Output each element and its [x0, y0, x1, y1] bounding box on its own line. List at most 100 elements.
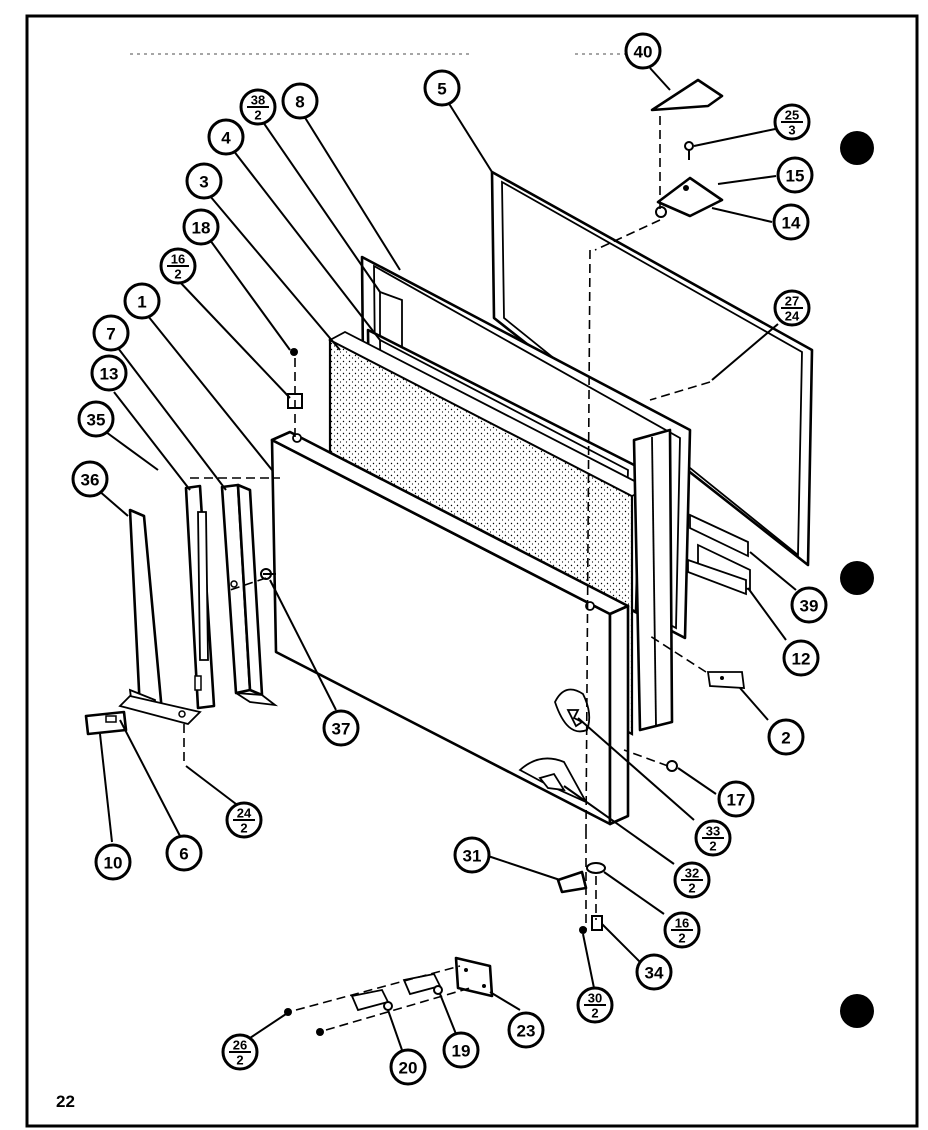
- callout-40: 40: [624, 32, 662, 70]
- callout-31: 31: [453, 836, 491, 874]
- callout-circle: [423, 69, 461, 107]
- registration-dot-top: [840, 131, 874, 165]
- part-31-bottom-hinge: [556, 870, 588, 894]
- part-20-link: [350, 988, 393, 1012]
- part-23-mount-plate: [454, 956, 494, 998]
- callout-35: 35: [77, 400, 115, 438]
- callout-12: 12: [782, 639, 820, 677]
- callout-number: 37: [332, 720, 351, 739]
- callout-23: 23: [507, 1011, 545, 1049]
- callout-quantity: 2: [709, 839, 716, 854]
- callout-number: 27: [785, 294, 799, 309]
- callout-circle: [635, 953, 673, 991]
- callout-32: 322: [673, 861, 711, 899]
- callout-quantity: 2: [591, 1006, 598, 1021]
- callout-quantity: 3: [788, 123, 795, 138]
- callout-37: 37: [322, 709, 360, 747]
- part-10-hinge-cap: [84, 710, 128, 736]
- callout-10: 10: [94, 843, 132, 881]
- part-5-door-panel: [490, 170, 814, 567]
- callout-number: 6: [179, 845, 188, 864]
- callout-number: 4: [221, 129, 231, 148]
- callout-number: 17: [727, 791, 746, 810]
- callout-circle: [624, 32, 662, 70]
- callout-circle: [767, 718, 805, 756]
- callout-1: 1: [123, 282, 161, 320]
- callout-number: 18: [192, 219, 211, 238]
- part-37-screw: [260, 568, 276, 580]
- part-30-screw: [579, 926, 587, 934]
- callout-number: 30: [588, 991, 602, 1006]
- callout-circle: [281, 82, 319, 120]
- callout-quantity: 2: [240, 821, 247, 836]
- callout-number: 10: [104, 854, 123, 873]
- callout-number: 35: [87, 411, 106, 430]
- callout-13: 13: [90, 354, 128, 392]
- callout-number: 2: [781, 729, 790, 748]
- callout-6: 6: [165, 834, 203, 872]
- assembly-lines: [183, 116, 711, 1031]
- callout-circle: [717, 780, 755, 818]
- callout-16b: 162: [663, 911, 701, 949]
- part-18-screw: [290, 348, 298, 356]
- part-19-link: [402, 972, 443, 996]
- leader-lines: [97, 67, 797, 1051]
- callout-circle: [507, 1011, 545, 1049]
- callout-33: 332: [694, 819, 732, 857]
- callout-8: 8: [281, 82, 319, 120]
- callout-38: 382: [239, 88, 277, 126]
- callout-quantity: 2: [688, 881, 695, 896]
- door-side-channel: [632, 428, 674, 732]
- part-34-bushing: [591, 915, 603, 931]
- callout-17: 17: [717, 780, 755, 818]
- part-16-washer-bottom: [586, 862, 606, 874]
- callout-20: 20: [389, 1048, 427, 1086]
- callout-number: 8: [295, 93, 304, 112]
- callout-number: 39: [800, 597, 819, 616]
- callout-7: 7: [92, 314, 130, 352]
- callout-circle: [123, 282, 161, 320]
- callout-25: 253: [773, 103, 811, 141]
- callout-circle: [165, 834, 203, 872]
- callout-circle: [322, 709, 360, 747]
- callout-quantity: 2: [254, 108, 261, 123]
- callout-labels: 4025315145382843181621713353627243912237…: [71, 32, 828, 1086]
- callout-number: 14: [782, 214, 801, 233]
- part-1-door-front: [270, 430, 630, 826]
- callout-30: 302: [576, 986, 614, 1024]
- callout-number: 16: [675, 916, 689, 931]
- callout-14: 14: [772, 203, 810, 241]
- callout-number: 1: [137, 293, 146, 312]
- callout-circle: [389, 1048, 427, 1086]
- callout-4: 4: [207, 118, 245, 156]
- callout-number: 40: [634, 43, 653, 62]
- callout-quantity: 2: [236, 1053, 243, 1068]
- callout-circle: [207, 118, 245, 156]
- part-7-bracket: [220, 483, 279, 707]
- callout-number: 23: [517, 1022, 536, 1041]
- callout-2: 2: [767, 718, 805, 756]
- callout-circle: [71, 460, 109, 498]
- callout-circle: [776, 156, 814, 194]
- callout-circle: [790, 586, 828, 624]
- callout-34: 34: [635, 953, 673, 991]
- callout-number: 5: [437, 80, 446, 99]
- callout-number: 12: [792, 650, 811, 669]
- callout-number: 34: [645, 964, 664, 983]
- part-39-12-breaker-strips: [687, 513, 751, 596]
- callout-number: 26: [233, 1038, 247, 1053]
- part-2-bracket: [706, 671, 746, 689]
- callout-number: 25: [785, 108, 799, 123]
- callout-quantity: 2: [678, 931, 685, 946]
- callout-number: 19: [452, 1042, 471, 1061]
- callout-number: 33: [706, 824, 720, 839]
- callout-39: 39: [790, 586, 828, 624]
- callout-circle: [92, 314, 130, 352]
- callout-3: 3: [185, 162, 223, 200]
- part-15-hinge-plate: [656, 176, 724, 218]
- callout-36: 36: [71, 460, 109, 498]
- callout-number: 16: [171, 252, 185, 267]
